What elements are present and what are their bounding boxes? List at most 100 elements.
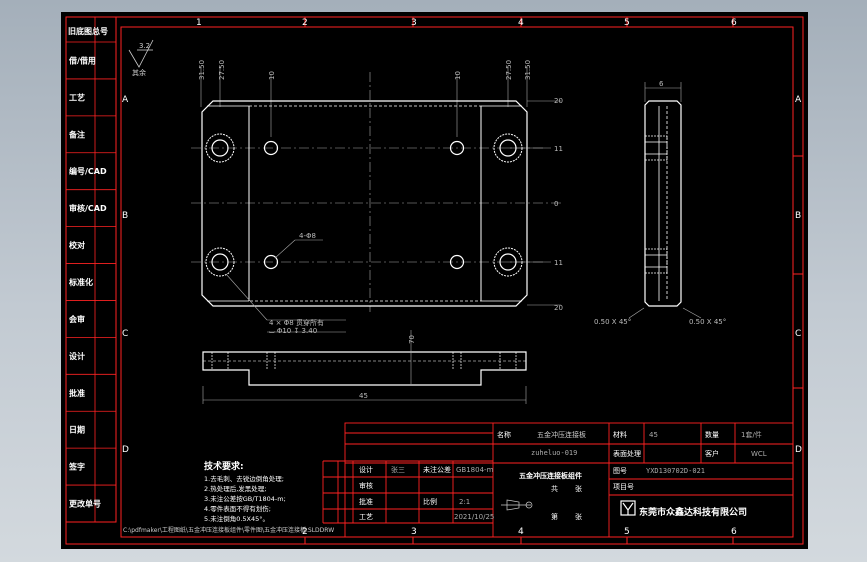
tol-label: 未注公差 [423, 465, 451, 474]
zone-labels: 1 2 3 4 5 6 2 3 4 5 6 A B C D A B C D [122, 18, 802, 537]
dim-0: 0 [554, 200, 558, 208]
col-label-2b: 2 [302, 527, 308, 537]
col-label-6: 6 [731, 18, 737, 28]
front-height-dim: 70 [408, 335, 416, 344]
row-label-d-r: D [795, 445, 802, 455]
sheet-no-label: 第 [551, 512, 558, 521]
surface-finish-symbol: 3.2 其余 [128, 39, 154, 77]
hidden-pocket [248, 105, 482, 302]
company-name: 东莞市众鑫达科技有限公司 [639, 506, 747, 518]
title-block [322, 422, 794, 538]
row-label-a: A [122, 95, 129, 105]
strip-label: 备注 [68, 129, 85, 139]
cbore-callout-1: 4 × Φ8 贯穿所有 [269, 318, 324, 327]
process-label: 工艺 [359, 513, 373, 521]
projection-symbol-icon [501, 499, 533, 511]
row-label-c-r: C [795, 329, 801, 339]
designer-label: 设计 [359, 465, 373, 474]
dim-31-50-right: 31.50 [524, 60, 532, 80]
date-value: 2021/10/25 [454, 513, 494, 521]
col-label-3: 3 [411, 18, 417, 28]
strip-label: 编号/CAD [69, 166, 107, 176]
plate-outline [201, 100, 528, 307]
row-label-a-r: A [795, 95, 802, 105]
dim-27-50-left: 27.50 [218, 60, 226, 80]
part-no-value: zuheluo-019 [531, 449, 577, 457]
front-view: 70 45 [202, 330, 527, 404]
surface-label: 表面处理 [613, 449, 641, 458]
notes-title: 技术要求: [204, 460, 244, 472]
cbore-callout-2: ⌴ Φ10 ↧ 3.40 [269, 327, 317, 335]
chamfer-left: 0.50 X 45° [594, 318, 631, 326]
strip-label: 会审 [69, 314, 85, 324]
strip-label: 设计 [69, 351, 85, 361]
top-view: 31.50 27.50 10 10 27.50 31.50 20 11 0 11… [191, 60, 563, 335]
strip-label: 更改单号 [69, 499, 101, 509]
revision-strip: 旧底图总号 借/借用工艺备注编号/CAD审核/CAD校对标准化会审设计批准日期签… [65, 16, 117, 523]
note-1: 1.去毛刺、去锐边倒角处理; [204, 474, 284, 483]
counterbore-holes [205, 133, 523, 277]
strip-top-label: 旧底图总号 [68, 26, 108, 36]
side-outline [644, 100, 682, 307]
drawing-no-value: YXD130702D-021 [646, 467, 705, 475]
front-outline [202, 351, 527, 386]
note-4: 4.零件表面不得有划伤; [204, 504, 271, 513]
qty-value: 1套/件 [741, 430, 762, 439]
engineering-drawing: 1 2 3 4 5 6 2 3 4 5 6 A B C D A B C D 旧底… [65, 16, 804, 545]
scale-label: 比例 [423, 497, 437, 506]
col-label-1: 1 [196, 18, 202, 28]
chamfer-right: 0.50 X 45° [689, 318, 726, 326]
dim-27-50-right: 27.50 [505, 60, 513, 80]
project-label: 项目号 [613, 483, 634, 491]
side-view: 6 0.50 X 45° 0.50 X 45° [594, 80, 726, 326]
roughness-note: 其余 [132, 68, 146, 77]
drawing-viewport[interactable]: 1 2 3 4 5 6 2 3 4 5 6 A B C D A B C D 旧底… [61, 12, 808, 549]
customer-label: 客户 [705, 449, 719, 458]
row-label-b: B [122, 211, 128, 221]
col-label-4b: 4 [518, 527, 524, 537]
sheet-no-unit: 张 [575, 512, 582, 521]
sheet-frame [65, 16, 804, 545]
strip-label: 工艺 [69, 92, 85, 102]
material-value: 五金冲压连接板 [537, 430, 586, 439]
centerlines [191, 72, 563, 312]
sheet-total-label: 共 [551, 484, 558, 493]
strip-label: 日期 [69, 425, 85, 435]
zone-markers [304, 17, 803, 544]
roughness-value: 3.2 [139, 42, 150, 50]
name-value: 五金冲压连接板组件 [519, 471, 582, 480]
dim-20-top: 20 [554, 97, 563, 105]
hole-callout: 4-Φ8 [299, 232, 316, 240]
scale-value: 2:1 [459, 498, 470, 506]
material-label: 名称 [497, 430, 511, 439]
strip-label: 标准化 [68, 277, 93, 287]
title-block-text: 名称 五金冲压连接板 zuheluo-019 材料 45 数量 1套/件 表面处… [123, 430, 767, 534]
dim-10-left: 10 [268, 71, 276, 80]
through-holes [263, 140, 465, 270]
material2-value: 45 [649, 431, 658, 439]
dim-11-bottom: 11 [554, 259, 563, 267]
strip-label: 校对 [69, 240, 85, 250]
col-label-5b: 5 [624, 527, 630, 537]
material2-label: 材料 [613, 430, 627, 439]
dim-10-right: 10 [454, 71, 462, 80]
approve-label: 批准 [359, 497, 373, 506]
row-label-c: C [122, 329, 128, 339]
col-label-5: 5 [624, 18, 630, 28]
strip-label: 审核/CAD [69, 203, 107, 213]
strip-label: 签字 [68, 462, 85, 472]
col-label-6b: 6 [731, 527, 737, 537]
note-5: 5.未注倒角0.5X45°。 [204, 514, 269, 523]
dim-20-bottom: 20 [554, 304, 563, 312]
technical-notes: 技术要求: 1.去毛刺、去锐边倒角处理; 2.热处理后,发黑处理; 3.未注公差… [204, 460, 286, 523]
file-path: C:\pdfmaker\工程图纸\五金冲压连接板组件\零件图\五金冲压连接板.S… [123, 526, 334, 534]
front-length-dim: 45 [359, 392, 368, 400]
tol-value: GB1804-m [456, 466, 494, 474]
col-label-2: 2 [302, 18, 308, 28]
sheet-total-unit: 张 [575, 484, 582, 493]
top-dim-lines [200, 67, 561, 306]
note-3: 3.未注公差按GB/T1804-m; [204, 494, 286, 503]
side-width-dim: 6 [659, 80, 664, 88]
note-2: 2.热处理后,发黑处理; [204, 484, 266, 493]
company-logo-icon [620, 500, 636, 516]
